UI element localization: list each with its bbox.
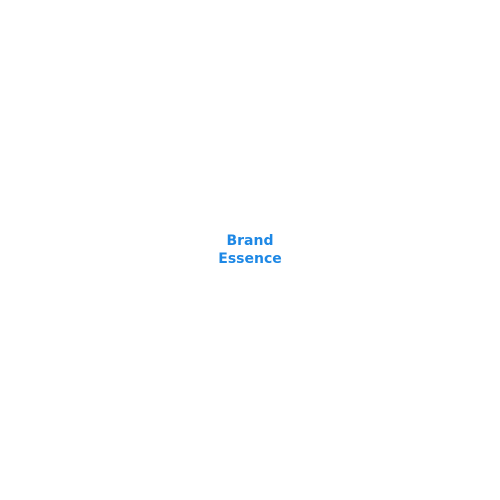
- essence-label: Essence: [218, 251, 282, 267]
- brand-label: Brand: [226, 233, 274, 249]
